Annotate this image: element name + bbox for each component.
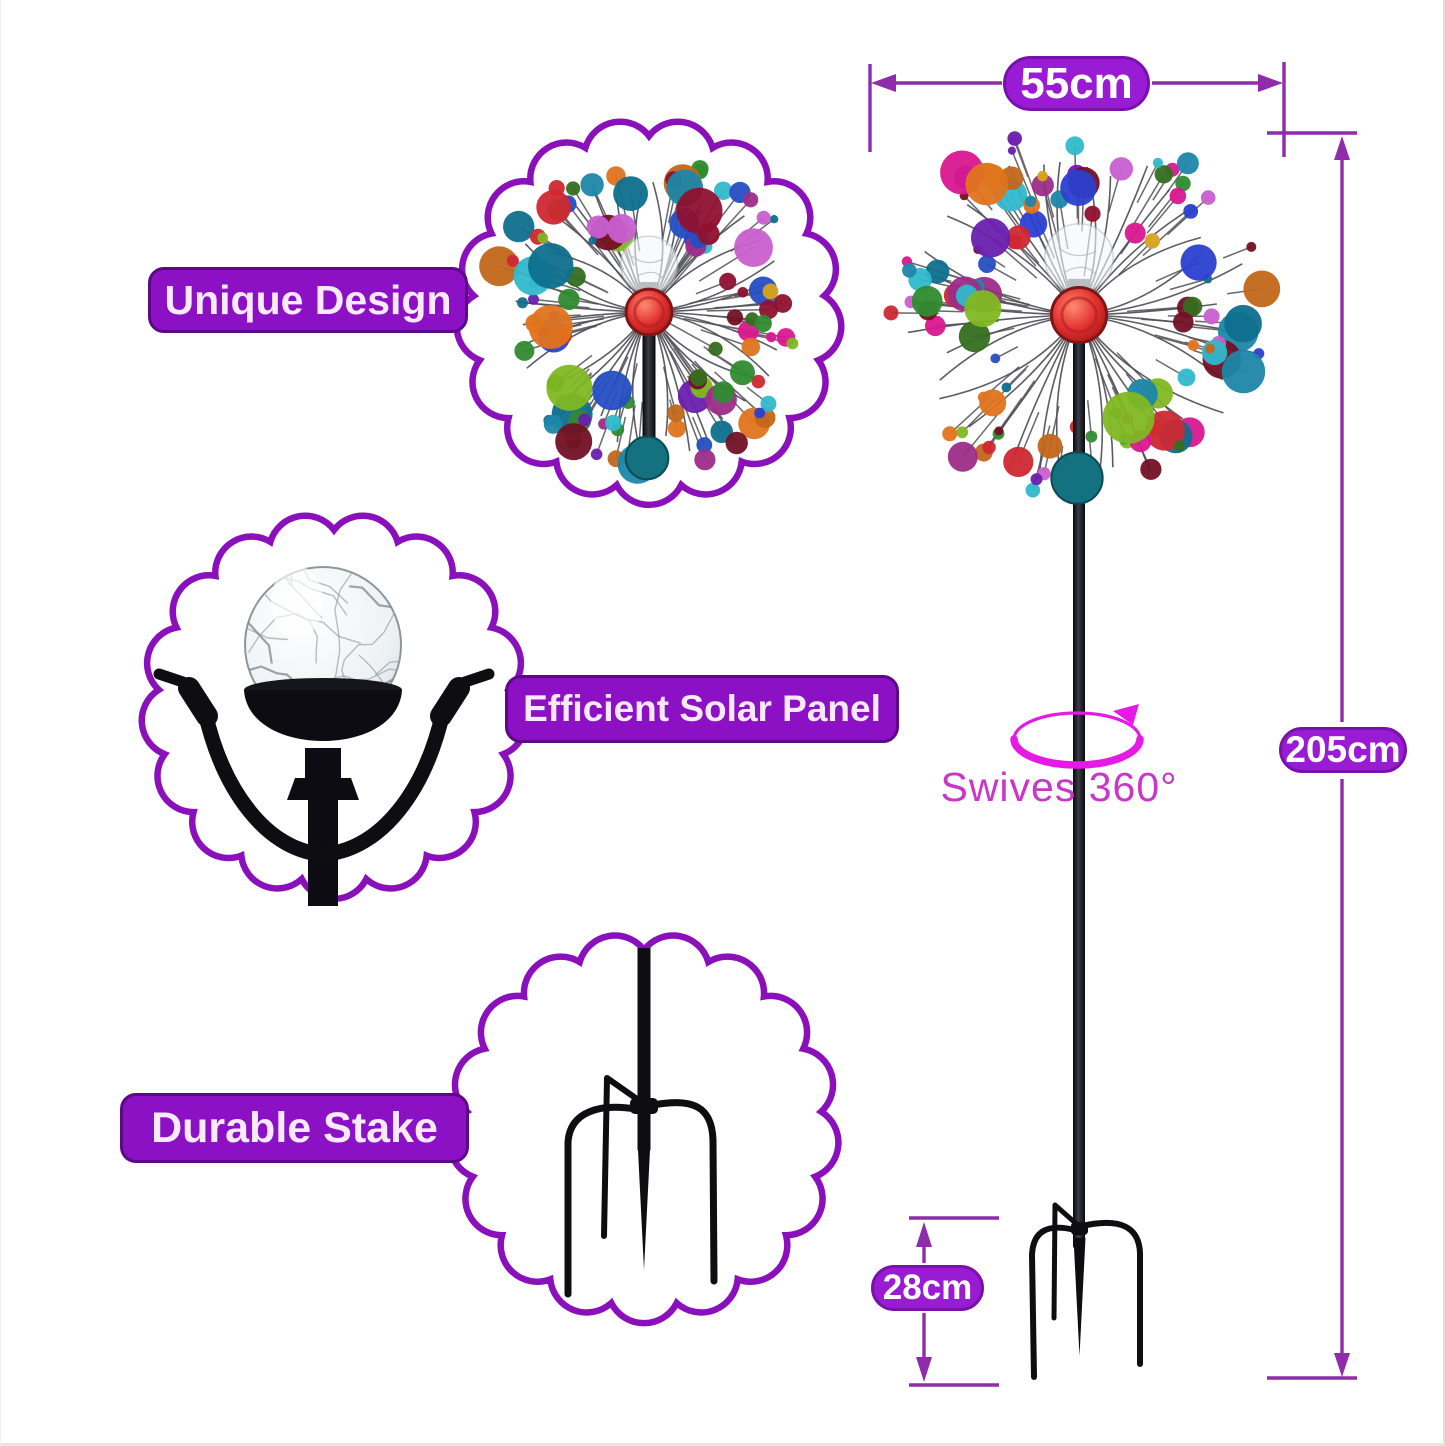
feature-label-solar-panel: Efficient Solar Panel	[505, 675, 899, 743]
product-spinner	[883, 131, 1281, 1248]
product-image	[883, 131, 1281, 1380]
ground-stake	[1029, 1202, 1143, 1380]
dimension-line-width	[868, 62, 1286, 157]
feature-label-unique-design: Unique Design	[148, 267, 468, 333]
swivel-annotation: Swives 360°	[940, 764, 1178, 810]
dimension-badge-stake: 28cm	[871, 1265, 984, 1311]
dimension-badge-height: 205cm	[1279, 727, 1407, 773]
dimension-lines	[868, 62, 1357, 1387]
dimension-line-height	[1267, 131, 1357, 1380]
dimension-badge-width: 55cm	[1003, 56, 1150, 111]
stake-closeup-image	[564, 948, 718, 1298]
feature-label-durable-stake: Durable Stake	[120, 1093, 469, 1163]
dimension-line-stake	[909, 1216, 999, 1387]
rotation-arrow-icon	[1010, 704, 1144, 769]
spinner-closeup-image	[479, 160, 799, 484]
spinner-arm-right	[319, 704, 451, 862]
glass-highlight	[271, 566, 323, 638]
spinner-arm-left	[197, 704, 327, 862]
